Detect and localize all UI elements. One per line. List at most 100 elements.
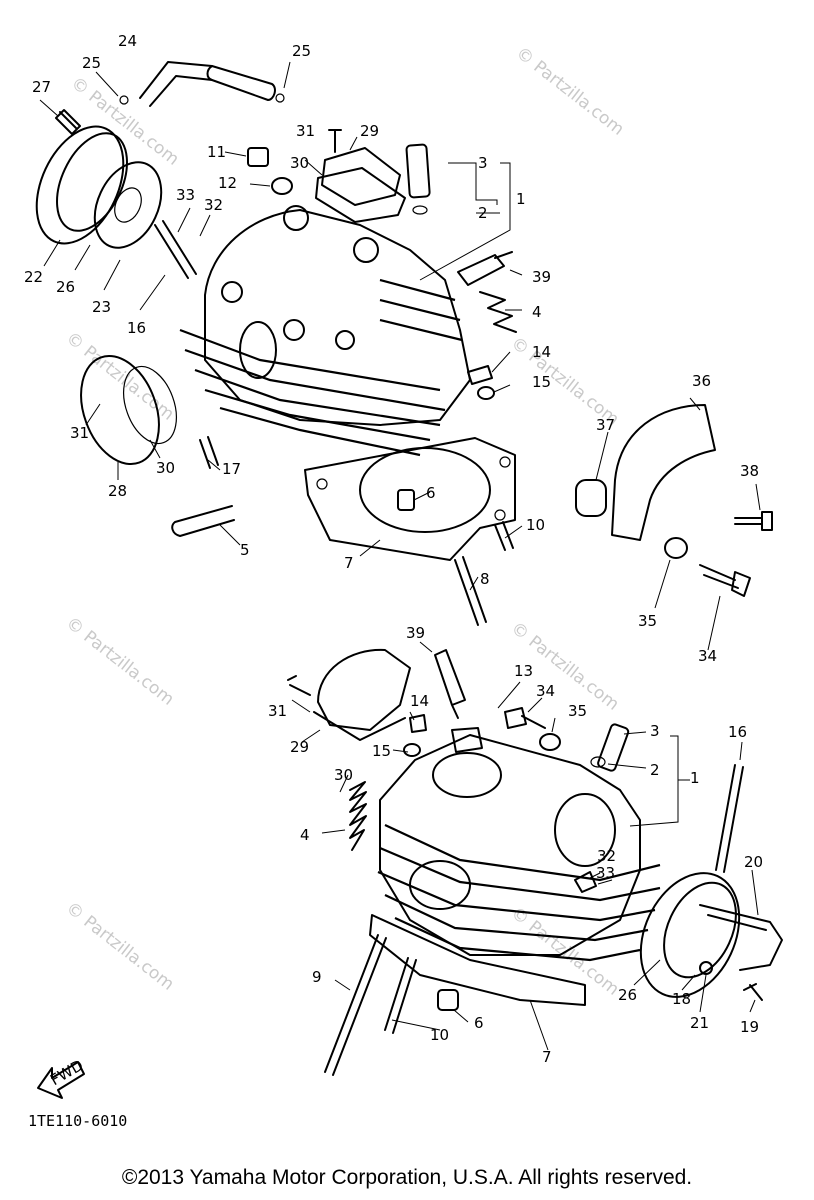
bolt [743, 983, 763, 1001]
spring [479, 291, 517, 333]
callout-7: 7 [542, 1048, 552, 1066]
cooling-fin [204, 388, 431, 442]
lower-assembly [37, 648, 783, 1099]
callout-6: 6 [474, 1014, 484, 1032]
breather-hose [139, 61, 213, 99]
cylinder-head [204, 209, 471, 426]
dowel [397, 489, 415, 511]
callout-29: 29 [290, 738, 309, 756]
breather-hose [149, 75, 213, 107]
callout-16: 16 [728, 723, 747, 741]
bolt-hole [499, 456, 511, 468]
callout-29: 29 [360, 122, 379, 140]
callout-19: 19 [740, 1018, 759, 1036]
copyright-footer: ©2013 Yamaha Motor Corporation, U.S.A. A… [121, 1166, 693, 1189]
callout-10: 10 [430, 1026, 449, 1044]
callout-18: 18 [672, 990, 691, 1008]
o-ring [123, 365, 177, 445]
bolt [55, 109, 81, 135]
callout-21: 21 [690, 1014, 709, 1032]
cooling-fin [219, 406, 421, 457]
lower-leaders [291, 641, 759, 1051]
stud [454, 556, 487, 626]
valve-cover [317, 648, 411, 731]
nut [409, 714, 427, 733]
valve-cover [321, 147, 401, 206]
callout-5: 5 [240, 541, 250, 559]
bolt-boss [335, 330, 355, 350]
upper-leaders [39, 61, 761, 651]
washer [477, 386, 495, 400]
callout-15: 15 [372, 742, 391, 760]
callout-4: 4 [300, 826, 310, 844]
callout-14: 14 [410, 692, 429, 710]
spring [349, 781, 367, 851]
stud [199, 436, 219, 469]
washer [271, 177, 293, 195]
cooling-fin [179, 328, 441, 392]
bolt [328, 129, 342, 153]
cooling-fin [184, 348, 446, 412]
cooling-fin [377, 870, 656, 922]
breather-pipe [699, 904, 783, 971]
callout-30: 30 [290, 154, 309, 172]
washer [539, 733, 561, 751]
callout-38: 38 [740, 462, 759, 480]
pipe [171, 505, 235, 537]
bolt [699, 564, 751, 597]
clip [574, 871, 597, 893]
watermark: © Partzilla.com [512, 43, 628, 140]
callout-1: 1 [516, 190, 526, 208]
callout-26: 26 [618, 986, 637, 1004]
callout-35: 35 [638, 612, 657, 630]
callout-32: 32 [597, 847, 616, 865]
callout-2: 2 [650, 761, 660, 779]
cooling-fin [379, 846, 661, 902]
side-cover [80, 354, 160, 466]
washer [664, 537, 688, 559]
callout-3: 3 [650, 722, 660, 740]
callout-23: 23 [92, 298, 111, 316]
stud [324, 934, 387, 1076]
bolt-boss [353, 237, 379, 263]
watermark: © Partzilla.com [62, 613, 178, 710]
watermark: © Partzilla.com [62, 898, 178, 995]
hose-pipe [206, 65, 276, 101]
callout-31: 31 [296, 122, 315, 140]
bolt [504, 707, 546, 729]
nut [247, 147, 269, 167]
tappet-cover-right [639, 872, 741, 998]
callout-31: 31 [70, 424, 89, 442]
spark-plug [434, 649, 466, 719]
callout-10: 10 [526, 516, 545, 534]
cooling-fin [379, 278, 463, 342]
callout-35: 35 [568, 702, 587, 720]
callout-36: 36 [692, 372, 711, 390]
callout-3: 3 [478, 154, 488, 172]
cooling-fin [394, 917, 641, 962]
callout-26: 26 [56, 278, 75, 296]
callout-34: 34 [536, 682, 555, 700]
callout-28: 28 [108, 482, 127, 500]
clip [275, 93, 285, 103]
cover-rim [663, 881, 737, 979]
callout-22: 22 [24, 268, 43, 286]
cooling-fin [384, 824, 661, 882]
cover-rim [56, 132, 128, 232]
callout-7: 7 [344, 554, 354, 572]
callout-2: 2 [478, 204, 488, 222]
bore-ring [359, 447, 491, 533]
cooling-fin [194, 368, 441, 427]
washer [699, 961, 713, 975]
callout-32: 32 [204, 196, 223, 214]
clip [412, 205, 428, 215]
nut [467, 365, 493, 385]
diagram-code: 1TE110-6010 [28, 1112, 128, 1130]
cooling-fin [384, 894, 649, 942]
callout-20: 20 [744, 853, 763, 871]
intake-port [239, 321, 277, 379]
head-gasket [304, 437, 516, 561]
forward-arrow [37, 1061, 85, 1099]
bolt-hole [316, 478, 328, 490]
callout-11: 11 [207, 143, 226, 161]
